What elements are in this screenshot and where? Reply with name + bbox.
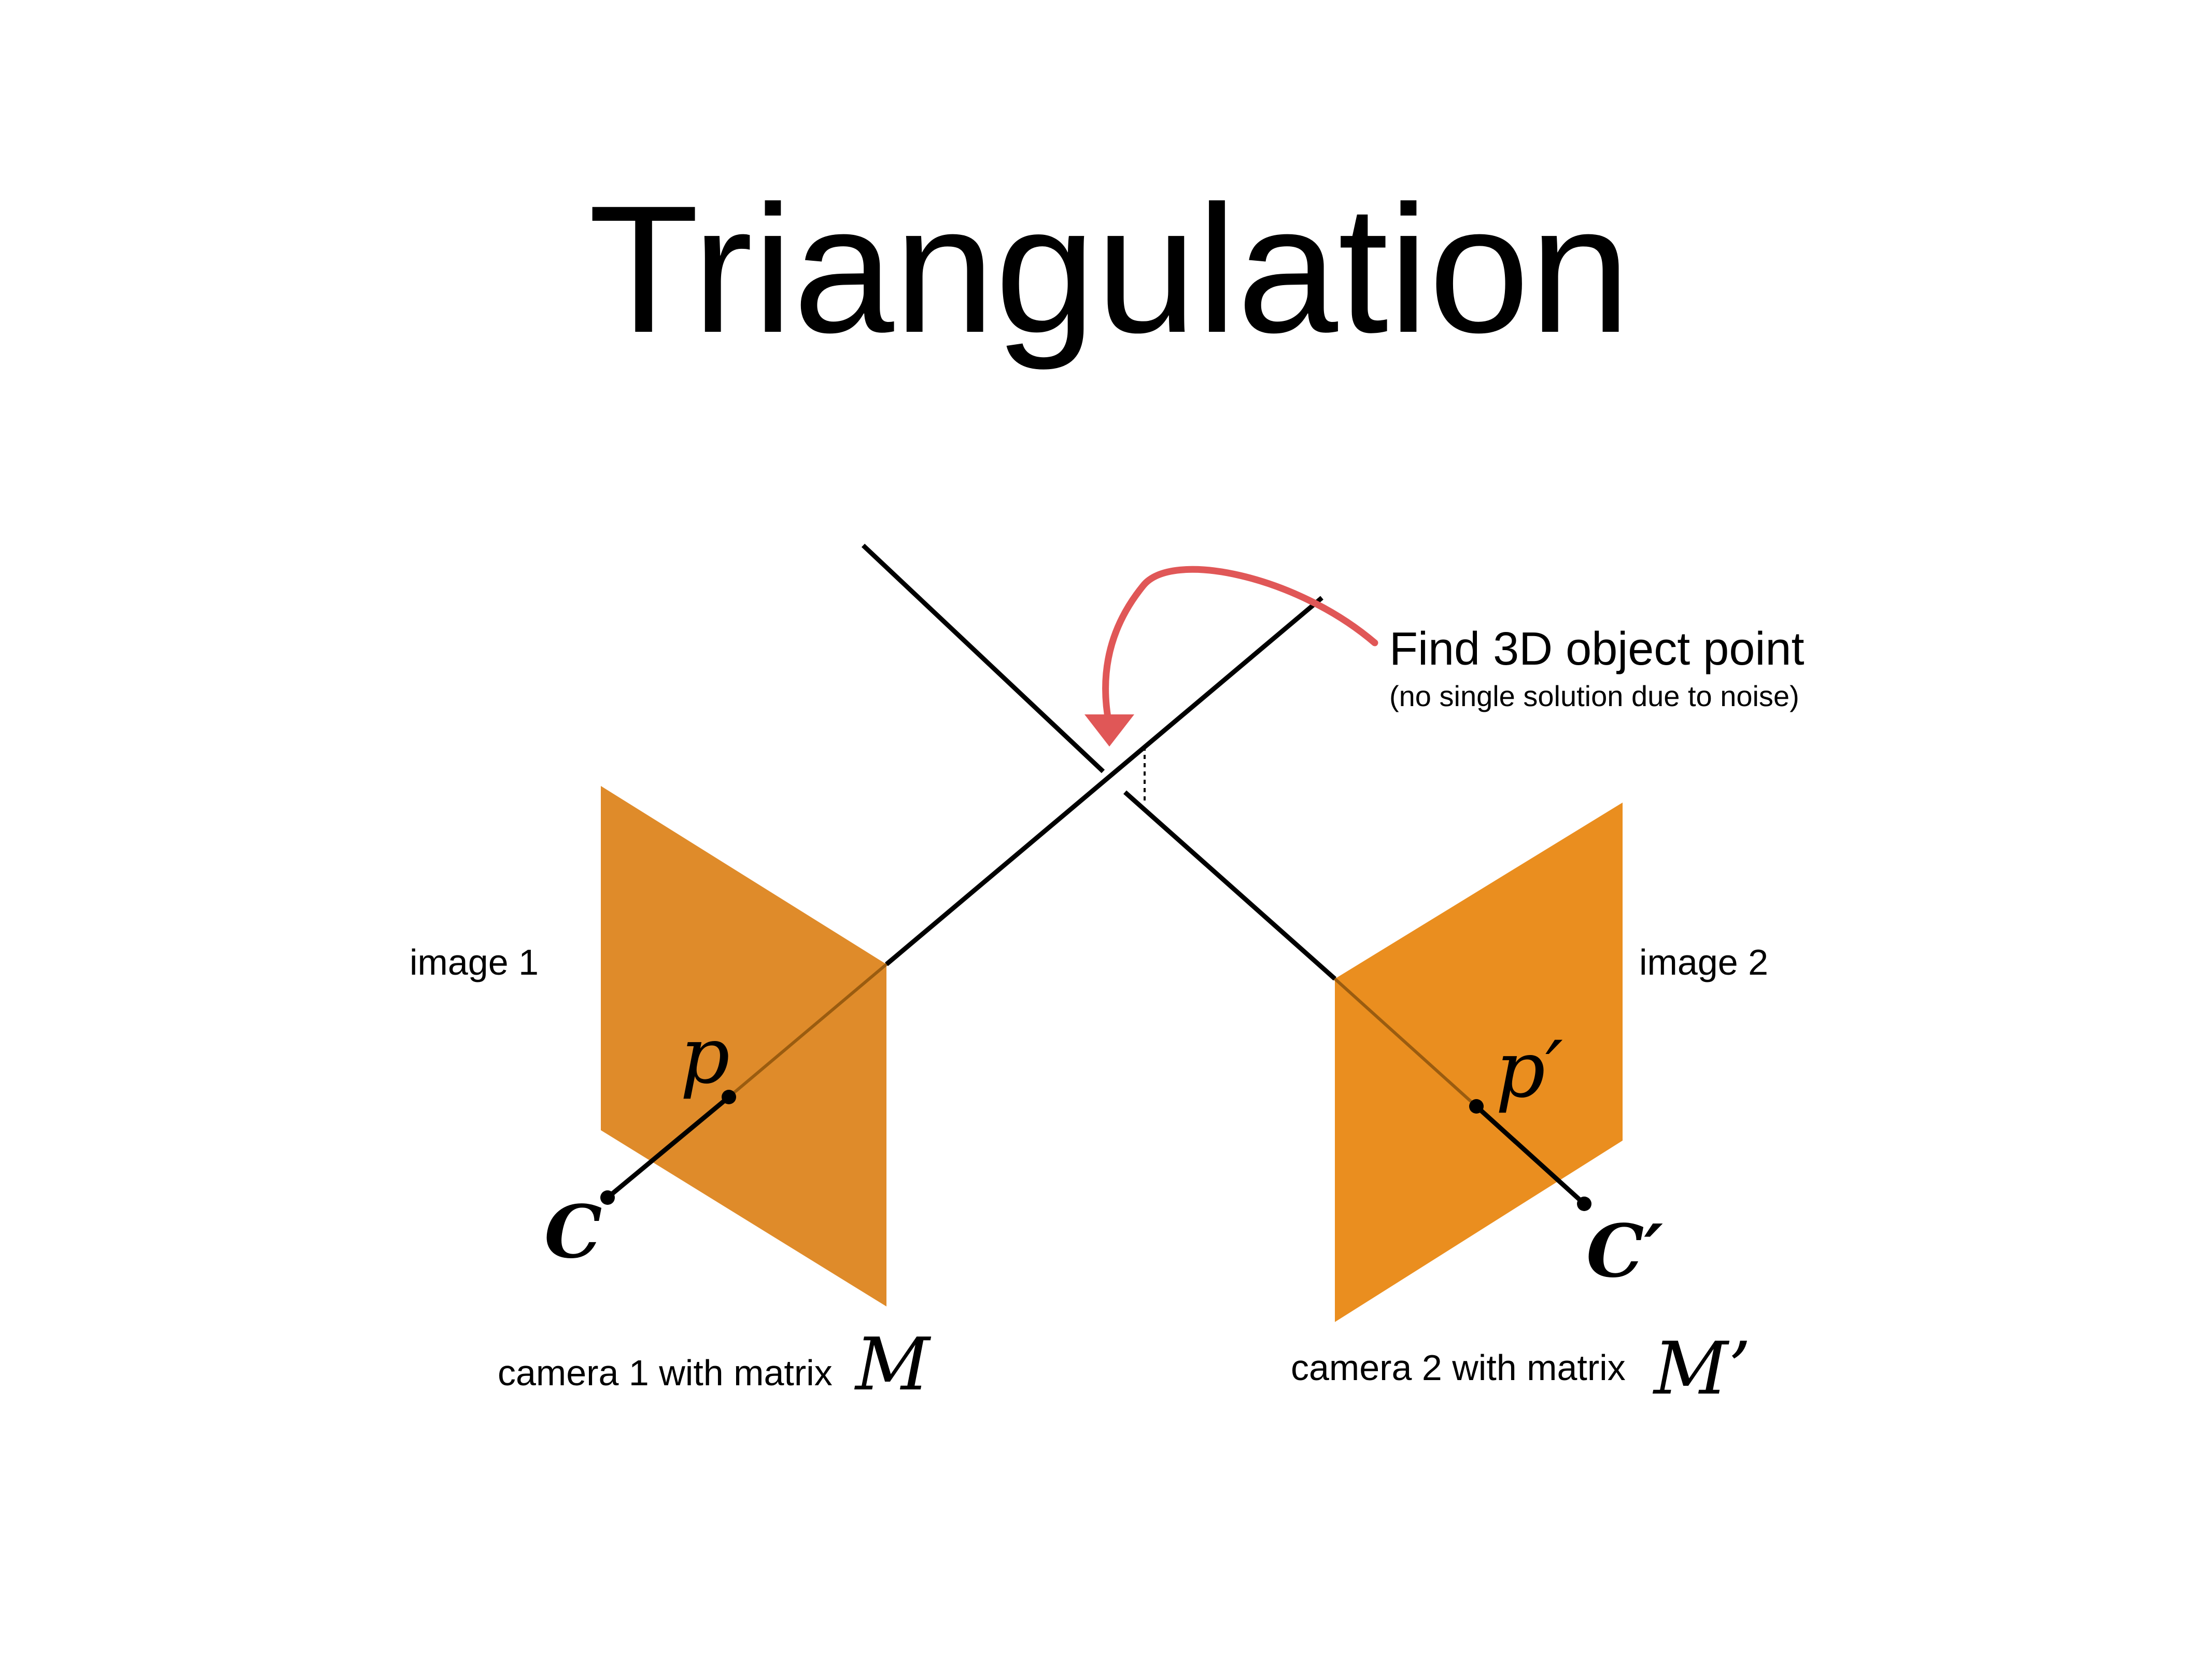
ray-2-through-plane xyxy=(1333,977,1478,1108)
annotation-sub-text: (no single solution due to noise) xyxy=(1389,680,1799,712)
camera-center-c-label: C xyxy=(544,1190,602,1275)
image-2-label: image 2 xyxy=(1639,942,1768,982)
camera-center-c-dot xyxy=(600,1190,615,1205)
matrix-2-label: M’ xyxy=(1652,1327,1751,1411)
point-p-prime-label: p′ xyxy=(1496,1025,1563,1115)
camera-2-caption: camera 2 with matrix xyxy=(1291,1347,1626,1388)
point-p-dot xyxy=(722,1090,736,1104)
image-plane-2 xyxy=(1335,803,1623,1322)
annotation-main-text: Find 3D object point xyxy=(1389,623,1804,675)
camera-center-c-prime-label: C′ xyxy=(1586,1209,1663,1294)
ray-1-through-plane xyxy=(728,963,887,1099)
ray-1-stub xyxy=(606,1095,730,1200)
ray-2-lower xyxy=(1123,790,1336,981)
point-p-label: p xyxy=(680,1011,730,1101)
ray-1-outside xyxy=(885,596,1323,966)
camera-center-c-prime-dot xyxy=(1577,1197,1591,1211)
annotation-arrow xyxy=(1102,566,1378,729)
point-p-prime-dot xyxy=(1469,1099,1484,1114)
ray-2-upper xyxy=(861,543,1105,774)
image-plane-1 xyxy=(601,786,886,1306)
camera-1-caption: camera 1 with matrix xyxy=(498,1353,833,1393)
slide-title: Triangulation xyxy=(588,168,1630,372)
ray-2-stub xyxy=(1474,1104,1586,1206)
matrix-1-label: M xyxy=(854,1323,932,1407)
annotation-arrowhead xyxy=(1084,714,1134,747)
image-1-label: image 1 xyxy=(410,942,539,982)
